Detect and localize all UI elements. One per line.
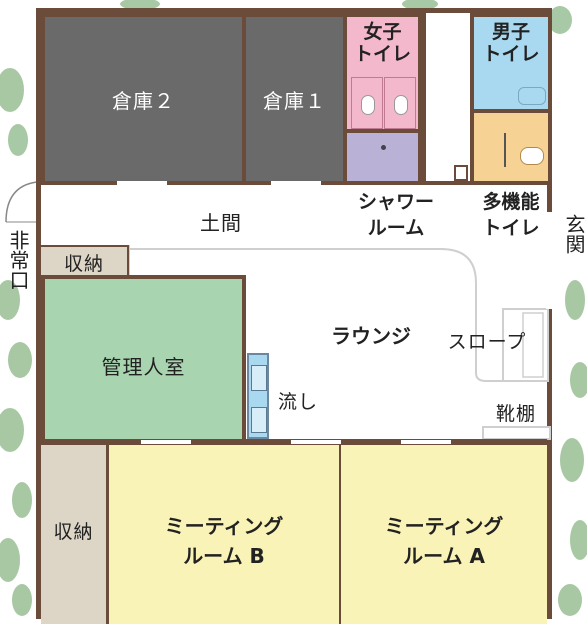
manager-room-label: 管理人室 — [101, 355, 186, 379]
storage-room-1: 倉庫１ — [242, 13, 347, 185]
storage-room-2-label: 倉庫２ — [112, 89, 175, 113]
doma-label: 土間 — [200, 211, 242, 235]
mens-toilet-label: 男子 トイレ — [482, 21, 540, 65]
toilet-bowl-icon — [394, 95, 408, 115]
shower-room-label: シャワー ルーム — [357, 191, 434, 239]
toilet-bowl-icon — [361, 95, 375, 115]
shower-room — [343, 129, 422, 185]
manager-room: 管理人室 — [41, 275, 246, 443]
meeting-room-a: ミーティング ルーム A — [341, 445, 547, 624]
slope-label: スロープ — [447, 331, 527, 353]
lounge-label: ラウンジ — [331, 324, 411, 348]
meeting-door-3 — [401, 440, 451, 444]
storage-door-2 — [271, 181, 321, 185]
closet-bottom-label: 収納 — [53, 521, 94, 543]
storage-door-1 — [117, 181, 167, 185]
lounge-outline — [128, 245, 556, 440]
sink-label: 流し — [277, 391, 318, 413]
toilet-stall-right — [384, 77, 416, 129]
toilet-stall-left — [351, 77, 383, 129]
closet-top: 収納 — [41, 245, 129, 277]
storage-room-1-label: 倉庫１ — [263, 89, 326, 113]
multipurpose-toilet-label: 多機能 トイレ — [482, 191, 540, 239]
toilet-bowl-icon — [520, 147, 544, 165]
closet-top-label: 収納 — [63, 253, 104, 275]
shower-head-icon — [381, 145, 386, 150]
floor-plan: 倉庫２ 倉庫１ 女子 トイレ シャワー ルーム 男子 トイレ 多機能 トイレ 土… — [36, 8, 556, 624]
storage-room-2: 倉庫２ — [41, 13, 246, 185]
meeting-room-b-label: ミーティング ルーム B — [164, 514, 284, 568]
meeting-room-b: ミーティング ルーム B — [109, 445, 341, 624]
emergency-exit-label: 非常口 — [6, 230, 30, 290]
sink-counter — [247, 353, 269, 439]
womens-toilet: 女子 トイレ — [343, 13, 422, 133]
meeting-door-1 — [141, 440, 191, 444]
multipurpose-toilet — [470, 109, 552, 185]
meeting-door-2 — [291, 440, 341, 444]
urinal-icon — [518, 87, 546, 105]
closet-bottom: 収納 — [41, 445, 109, 624]
shoe-rack-label: 靴棚 — [495, 403, 536, 425]
grab-bar — [504, 133, 506, 167]
small-fixture — [454, 165, 468, 181]
meeting-room-a-label: ミーティング ルーム A — [384, 514, 504, 568]
womens-toilet-label: 女子 トイレ — [353, 21, 411, 65]
entrance-label: 玄関 — [562, 214, 586, 254]
entrance-opening — [547, 212, 552, 276]
